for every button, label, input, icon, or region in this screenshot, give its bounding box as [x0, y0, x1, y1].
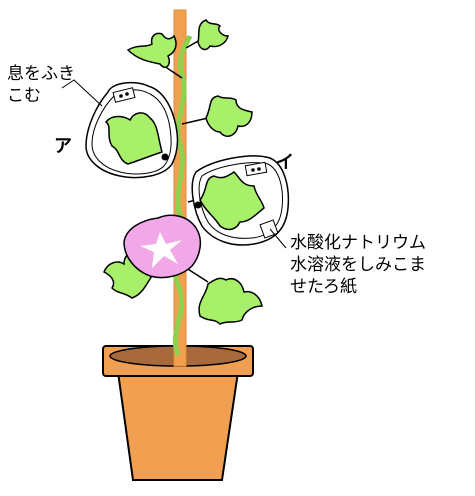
leader-line-breath	[61, 79, 103, 107]
label-bag-a: ア	[54, 136, 72, 157]
bag-i	[191, 155, 290, 246]
morning-glory-flower	[123, 214, 202, 279]
label-breath-line2: こむ	[7, 86, 41, 106]
label-paper-line3: せたろ紙	[290, 277, 357, 297]
label-bag-i: イ	[276, 152, 294, 173]
label-breath-line1: 息をふき	[7, 64, 75, 84]
leaf	[198, 277, 263, 325]
vine-stem	[172, 34, 193, 356]
leaf	[104, 112, 163, 165]
label-paper-line2: 水溶液をしみこま	[290, 255, 426, 275]
leader-line-paper	[269, 228, 287, 249]
label-paper-line1: 水酸化ナトリウム	[290, 233, 426, 253]
leaf	[199, 171, 265, 231]
bag-a	[85, 81, 179, 179]
leaf	[197, 19, 229, 51]
leaf	[205, 95, 253, 137]
leaf	[126, 32, 177, 68]
